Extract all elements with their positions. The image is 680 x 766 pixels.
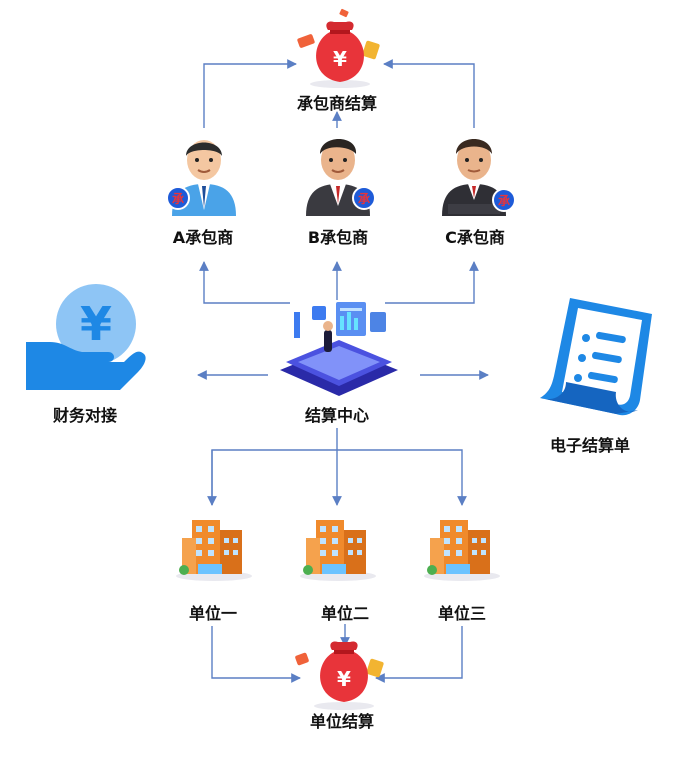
top-settlement-label: 承包商结算 <box>296 94 378 113</box>
finance-label: 财务对接 <box>52 406 118 425</box>
contractor-a-label: A承包商 <box>172 228 234 247</box>
settlement-center-platform-icon <box>280 302 398 396</box>
svg-text:承: 承 <box>498 194 510 208</box>
line-a-to-top <box>203 59 297 128</box>
unit-one-label: 单位一 <box>188 604 238 623</box>
contractor-c-label: C承包商 <box>445 228 505 247</box>
line-c-to-top <box>383 59 475 128</box>
svg-text:承: 承 <box>172 192 184 206</box>
contractor-b-avatar-icon: 承 <box>306 139 376 216</box>
line-center-to-c <box>385 261 479 304</box>
bag-symbol: ¥ <box>333 47 347 71</box>
unit-three-label: 单位三 <box>437 604 487 623</box>
unit-two-building-icon <box>300 520 376 581</box>
bag-symbol: ¥ <box>337 667 351 691</box>
center-label: 结算中心 <box>304 406 370 425</box>
bottom-settlement-label: 单位结算 <box>309 712 375 731</box>
svg-text:¥: ¥ <box>80 297 112 351</box>
money-bag-icon: ¥ <box>297 8 380 88</box>
finance-hand-coin-icon: ¥ <box>26 284 146 390</box>
line-unit3-to-bag <box>375 626 463 683</box>
line-center-to-a <box>199 261 290 304</box>
unit-three-building-icon <box>424 520 500 581</box>
money-bag-icon: ¥ <box>295 641 384 710</box>
contractor-b-label: B承包商 <box>307 228 369 247</box>
unit-two-label: 单位二 <box>320 604 370 623</box>
contractor-c-avatar-icon: 承 <box>442 139 514 216</box>
contractor-a-avatar-icon: 承 <box>166 140 236 216</box>
e-bill-label: 电子结算单 <box>549 436 631 455</box>
line-unit1-to-bag <box>211 626 301 683</box>
unit-one-building-icon <box>176 520 252 581</box>
electronic-bill-icon <box>540 298 652 416</box>
svg-text:承: 承 <box>358 192 370 206</box>
